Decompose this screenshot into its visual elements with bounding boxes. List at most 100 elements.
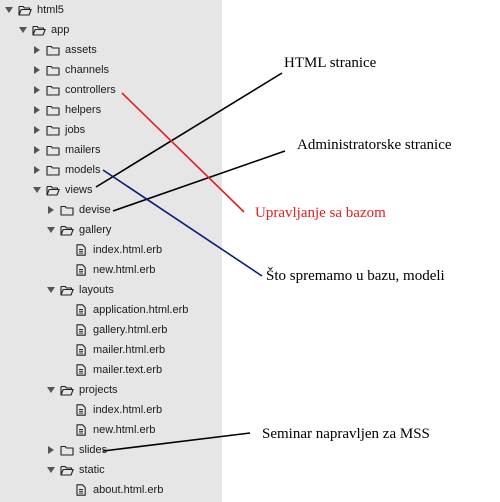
file-icon: [74, 264, 88, 276]
tree-folder-mailers[interactable]: mailers: [31, 142, 100, 158]
pointer-line-stored-in-database: [102, 169, 263, 277]
tree-item-label: app: [51, 24, 70, 36]
tree-folder-devise[interactable]: devise: [45, 202, 111, 218]
tree-item-label: mailers: [65, 144, 101, 156]
tree-file-index-html-erb[interactable]: index.html.erb: [59, 402, 162, 418]
disclosure-closed-icon[interactable]: [31, 44, 43, 56]
disclosure-open-icon[interactable]: [45, 284, 57, 296]
tree-folder-views[interactable]: views: [31, 182, 93, 198]
disclosure-open-icon[interactable]: [3, 4, 15, 16]
tree-item-label: projects: [79, 384, 118, 396]
tree-item-label: devise: [79, 204, 111, 216]
tree-file-index-html-erb[interactable]: index.html.erb: [59, 242, 162, 258]
disclosure-closed-icon[interactable]: [31, 164, 43, 176]
disclosure-closed-icon[interactable]: [45, 444, 57, 456]
file-icon: [74, 404, 88, 416]
tree-item-label: new.html.erb: [93, 264, 156, 276]
tree-item-label: models: [65, 164, 101, 176]
folder-icon: [46, 144, 60, 156]
tree-item-label: html5: [37, 4, 64, 16]
folder-icon: [60, 204, 74, 216]
pointer-line-html-pages: [95, 72, 283, 188]
tree-folder-assets[interactable]: assets: [31, 42, 97, 58]
tree-folder-helpers[interactable]: helpers: [31, 102, 101, 118]
tree-item-label: new.html.erb: [93, 424, 156, 436]
disclosure-closed-icon[interactable]: [45, 204, 57, 216]
tree-folder-channels[interactable]: channels: [31, 62, 109, 78]
tree-item-label: assets: [65, 44, 97, 56]
disclosure-open-icon[interactable]: [45, 384, 57, 396]
tree-item-label: mailer.html.erb: [93, 344, 166, 356]
folder-icon: [46, 164, 60, 176]
tree-folder-controllers[interactable]: controllers: [31, 82, 116, 98]
tree-item-label: gallery.html.erb: [93, 324, 168, 336]
tree-file-mailer-html-erb[interactable]: mailer.html.erb: [59, 342, 165, 358]
tree-folder-jobs[interactable]: jobs: [31, 122, 85, 138]
file-icon: [74, 304, 88, 316]
folder-open-icon: [60, 384, 74, 396]
tree-folder-static[interactable]: static: [45, 462, 105, 478]
folder-icon: [46, 44, 60, 56]
disclosure-closed-icon[interactable]: [31, 104, 43, 116]
tree-folder-projects[interactable]: projects: [45, 382, 118, 398]
file-icon: [74, 244, 88, 256]
disclosure-open-icon[interactable]: [45, 224, 57, 236]
tree-file-gallery-html-erb[interactable]: gallery.html.erb: [59, 322, 167, 338]
disclosure-open-icon[interactable]: [17, 24, 29, 36]
file-icon: [74, 364, 88, 376]
project-file-tree: html5 app assets channels controllers helpers…: [0, 0, 222, 502]
folder-icon: [46, 124, 60, 136]
file-icon: [74, 484, 88, 496]
tree-item-label: channels: [65, 64, 110, 76]
pointer-line-seminar: [102, 432, 251, 452]
tree-file-new-html-erb[interactable]: new.html.erb: [59, 262, 155, 278]
folder-icon: [46, 84, 60, 96]
tree-item-label: gallery: [79, 224, 112, 236]
folder-open-icon: [46, 184, 60, 196]
file-icon: [74, 344, 88, 356]
folder-icon: [60, 444, 74, 456]
folder-icon: [46, 64, 60, 76]
disclosure-closed-icon[interactable]: [31, 64, 43, 76]
file-icon: [74, 424, 88, 436]
tree-folder-app[interactable]: app: [17, 22, 69, 38]
tree-file-about-html-erb[interactable]: about.html.erb: [59, 482, 163, 498]
tree-folder-layouts[interactable]: layouts: [45, 282, 114, 298]
tree-file-application-html-erb[interactable]: application.html.erb: [59, 302, 188, 318]
folder-open-icon: [18, 4, 32, 16]
disclosure-closed-icon[interactable]: [31, 84, 43, 96]
file-icon: [74, 324, 88, 336]
disclosure-closed-icon[interactable]: [31, 144, 43, 156]
tree-item-label: application.html.erb: [93, 304, 189, 316]
folder-icon: [46, 104, 60, 116]
folder-open-icon: [60, 284, 74, 296]
tree-folder-html5[interactable]: html5: [3, 2, 64, 18]
folder-open-icon: [60, 464, 74, 476]
tree-item-label: layouts: [79, 284, 114, 296]
tree-item-label: helpers: [65, 104, 102, 116]
tree-item-label: controllers: [65, 84, 116, 96]
tree-folder-slides[interactable]: slides: [45, 442, 107, 458]
disclosure-open-icon[interactable]: [31, 184, 43, 196]
folder-open-icon: [60, 224, 74, 236]
annotation-html-pages: HTML stranice: [284, 55, 377, 71]
annotation-admin-pages: Administratorske stranice: [297, 137, 452, 153]
tree-file-new-html-erb[interactable]: new.html.erb: [59, 422, 155, 438]
folder-open-icon: [32, 24, 46, 36]
tree-item-label: mailer.text.erb: [93, 364, 163, 376]
pointer-line-database-management: [121, 92, 245, 213]
disclosure-closed-icon[interactable]: [31, 124, 43, 136]
tree-folder-gallery[interactable]: gallery: [45, 222, 111, 238]
tree-item-label: index.html.erb: [93, 404, 163, 416]
tree-item-label: views: [65, 184, 93, 196]
disclosure-open-icon[interactable]: [45, 464, 57, 476]
tree-item-label: slides: [79, 444, 108, 456]
tree-file-mailer-text-erb[interactable]: mailer.text.erb: [59, 362, 162, 378]
tree-item-label: index.html.erb: [93, 244, 163, 256]
tree-item-label: jobs: [65, 124, 86, 136]
tree-item-label: static: [79, 464, 105, 476]
tree-folder-models[interactable]: models: [31, 162, 100, 178]
annotation-database-management: Upravljanje sa bazom: [255, 205, 386, 221]
